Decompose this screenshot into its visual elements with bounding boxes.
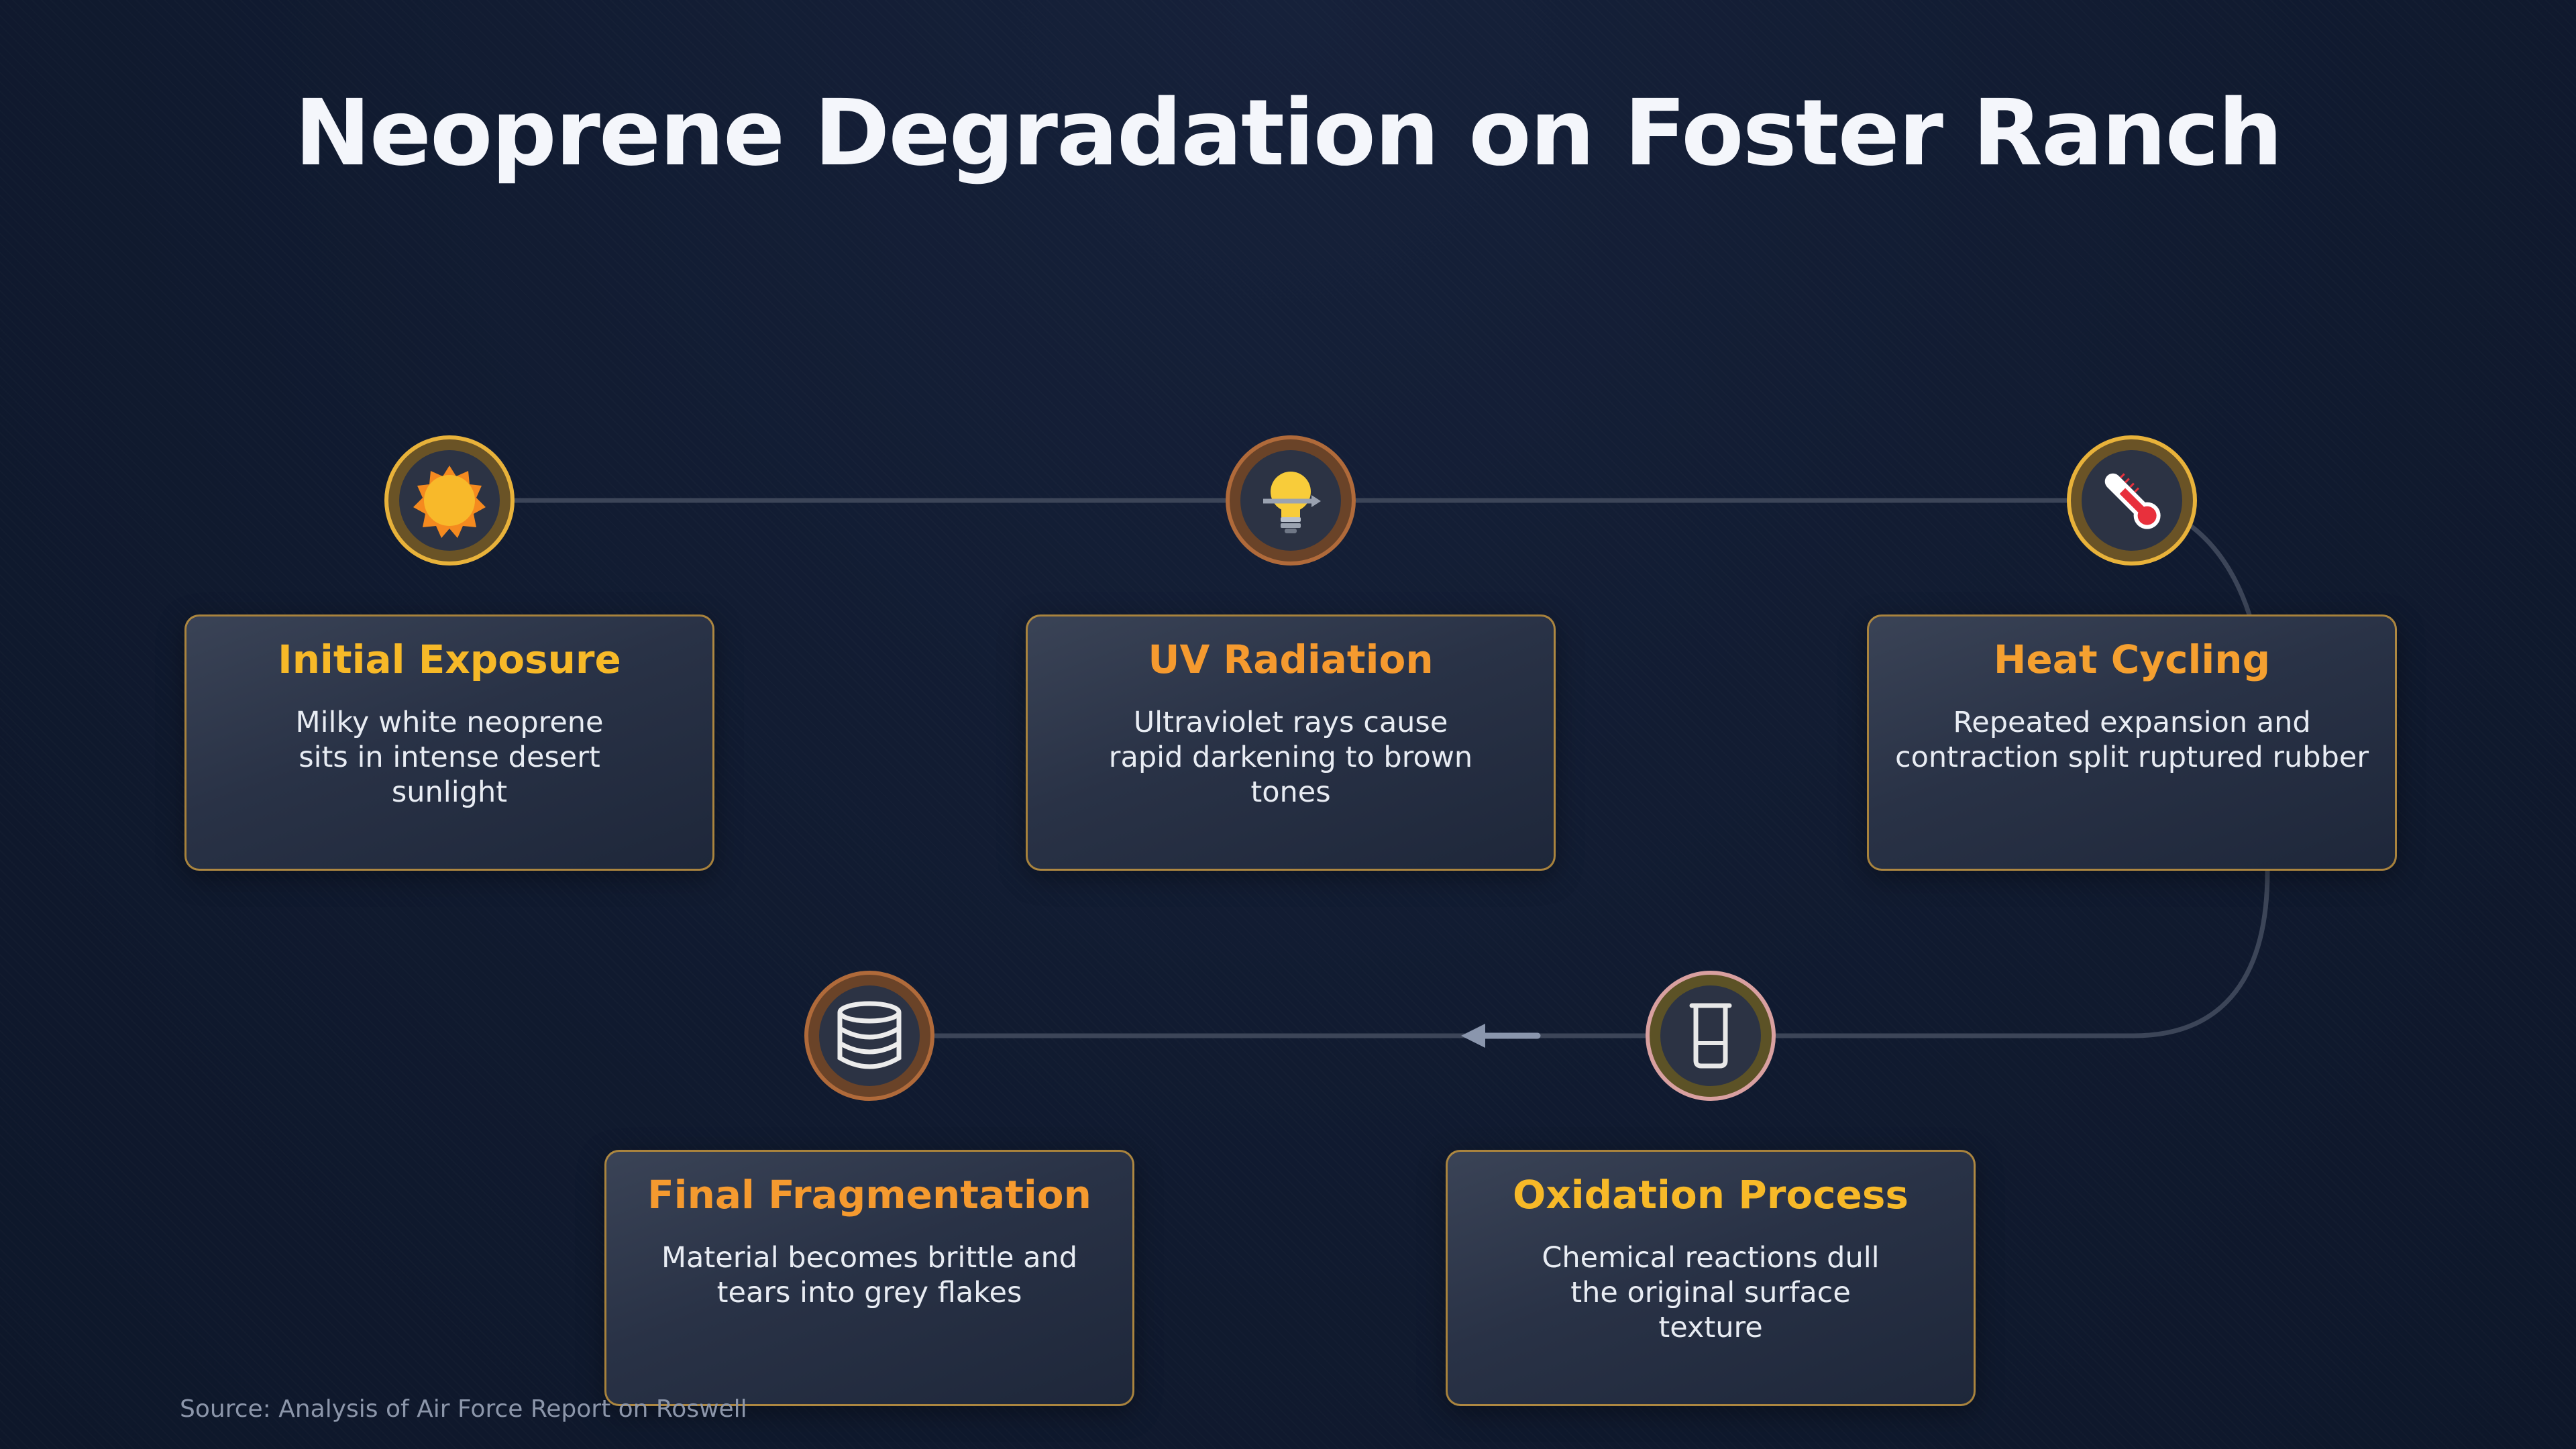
database-icon <box>819 985 920 1086</box>
stage-card-oxidation: Oxidation Process Chemical reactions dul… <box>1446 1150 1976 1406</box>
stage-card-initial-exposure: Initial Exposure Milky white neoprene si… <box>184 614 714 871</box>
stage-node-heat-cycling <box>2067 435 2197 566</box>
stage-title: Final Fragmentation <box>647 1172 1091 1218</box>
thermometer-icon <box>2082 450 2182 551</box>
stage-card-uv-radiation: UV Radiation Ultraviolet rays cause rapi… <box>1026 614 1556 871</box>
stage-description: Milky white neoprene sits in intense des… <box>295 706 604 809</box>
stage-title: Heat Cycling <box>1993 637 2271 682</box>
lightbulb-icon <box>1240 450 1341 551</box>
page-title: Neoprene Degradation on Foster Ranch <box>294 80 2283 186</box>
stage-node-oxidation <box>1646 971 1776 1101</box>
stage-title: Oxidation Process <box>1513 1172 1909 1218</box>
stage-node-uv-radiation <box>1226 435 1356 566</box>
arrow-left-icon <box>1461 1024 1541 1048</box>
stage-card-heat-cycling: Heat Cycling Repeated expansion and cont… <box>1867 614 2397 871</box>
stage-card-final-fragmentation: Final Fragmentation Material becomes bri… <box>604 1150 1134 1406</box>
stage-description: Ultraviolet rays cause rapid darkening t… <box>1108 706 1473 809</box>
stage-description: Material becomes brittle and tears into … <box>661 1241 1078 1309</box>
sun-icon <box>399 450 500 551</box>
stage-description: Chemical reactions dull the original sur… <box>1542 1241 1880 1344</box>
stage-title: UV Radiation <box>1148 637 1434 682</box>
stage-node-initial-exposure <box>384 435 515 566</box>
stage-description: Repeated expansion and contraction split… <box>1894 706 2369 774</box>
beaker-icon <box>1660 985 1761 1086</box>
stage-title: Initial Exposure <box>278 637 621 682</box>
stage-node-final-fragmentation <box>804 971 934 1101</box>
connector-3-4 <box>1776 514 2270 1038</box>
source-note: Source: Analysis of Air Force Report on … <box>180 1395 747 1423</box>
